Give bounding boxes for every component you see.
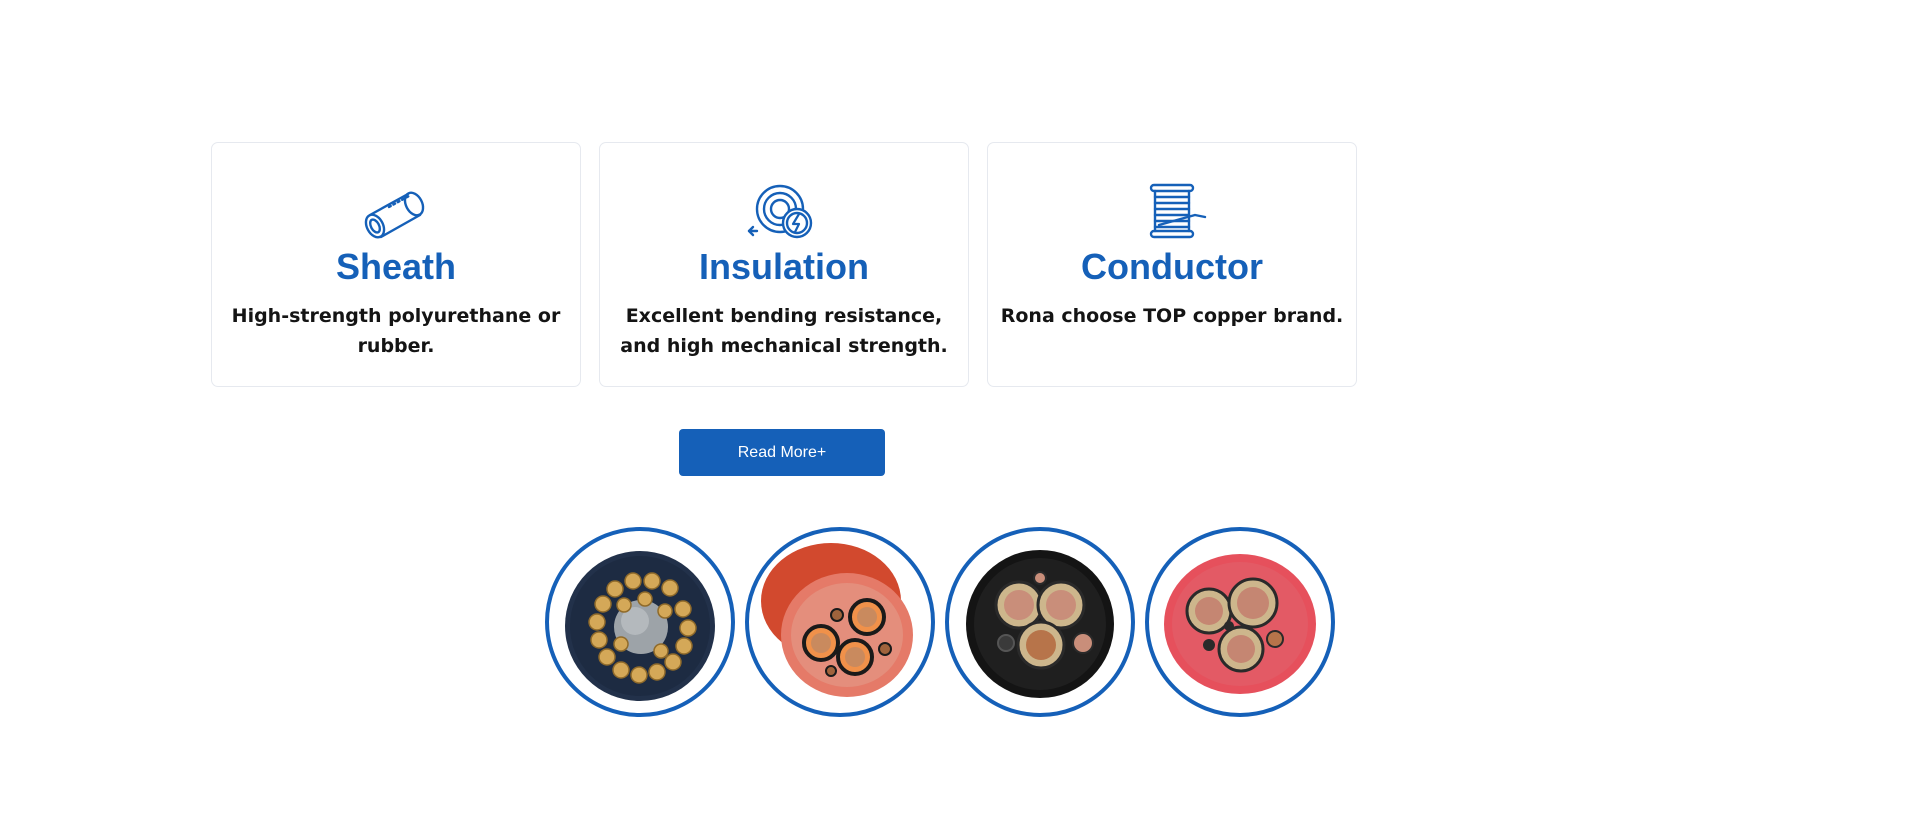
- read-more-button[interactable]: Read More+: [679, 429, 885, 476]
- feature-card-conductor: Conductor Rona choose TOP copper brand.: [987, 142, 1357, 387]
- cable-cross-section-black[interactable]: [945, 527, 1135, 717]
- insulation-coil-lightning-icon: [747, 181, 821, 241]
- feature-card-insulation: Insulation Excellent bending resistance,…: [599, 142, 969, 387]
- feature-description-line: High-strength polyurethane or rubber.: [231, 305, 561, 357]
- feature-title: Insulation: [699, 246, 869, 287]
- cable-gallery: [545, 527, 1337, 717]
- feature-description: Excellent bending resistance, and high m…: [606, 301, 962, 361]
- feature-description-line: Rona choose TOP copper brand.: [1000, 305, 1344, 327]
- feature-description: Rona choose TOP copper brand.: [994, 301, 1350, 331]
- feature-description-line: Excellent bending resistance,: [625, 305, 943, 327]
- cable-cross-section-orange[interactable]: [745, 527, 935, 717]
- feature-description: High-strength polyurethane or rubber.: [218, 301, 574, 361]
- feature-cards: Sheath High-strength polyurethane or rub…: [211, 142, 1357, 387]
- cable-cross-section-navy[interactable]: [545, 527, 735, 717]
- cable-cross-section-red[interactable]: [1145, 527, 1335, 717]
- feature-card-sheath: Sheath High-strength polyurethane or rub…: [211, 142, 581, 387]
- feature-title: Conductor: [1081, 246, 1263, 287]
- feature-description-line: and high mechanical strength.: [620, 335, 948, 357]
- feature-title: Sheath: [335, 246, 457, 287]
- wire-spool-icon: [1135, 181, 1209, 241]
- cable-sheath-icon: [359, 181, 433, 241]
